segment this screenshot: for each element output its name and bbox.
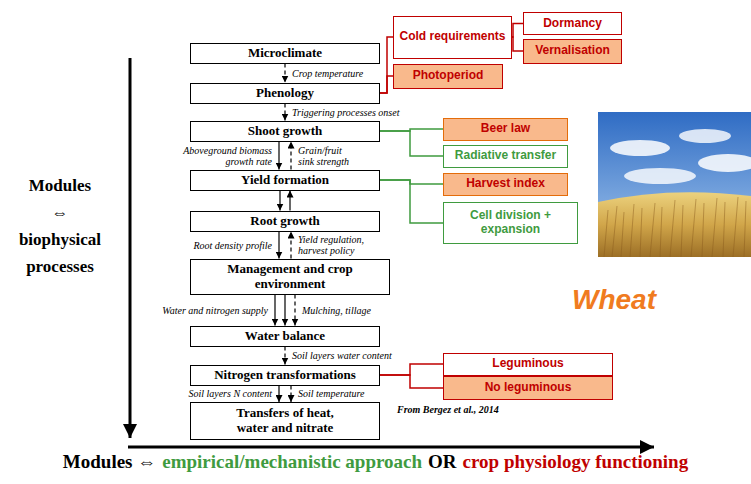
box-text: Shoot growth — [248, 124, 323, 139]
edge-label: Soil layers water content — [291, 350, 393, 361]
flow-arrow — [289, 191, 290, 211]
axis-caption: empirical/mechanistic approach — [162, 451, 422, 473]
box-text: Beer law — [481, 122, 530, 136]
box-text: Dormancy — [543, 17, 602, 31]
axis-caption: OR — [428, 451, 457, 473]
flow-arrow — [294, 295, 295, 326]
flow-arrow — [284, 104, 285, 121]
box-text: Water balance — [245, 329, 325, 344]
box-text: Phenology — [256, 86, 314, 101]
flow-arrow — [278, 232, 279, 259]
flow-arrow — [279, 191, 280, 211]
box-text: Root growth — [250, 214, 319, 229]
photo-field — [598, 192, 751, 257]
box-text: Microclimate — [248, 46, 322, 61]
axis-arrow — [128, 446, 654, 449]
bracket-line — [380, 375, 443, 388]
process-box: Photoperiod — [393, 64, 503, 89]
edge-label: Aboveground biomass growth rate — [171, 145, 273, 167]
flow-arrow — [284, 64, 285, 83]
box-text: Management and crop environment — [191, 262, 389, 292]
wheat-photo — [598, 112, 751, 257]
axis-caption: Modules ⇔ — [63, 451, 156, 473]
bracket-line — [380, 37, 393, 93]
box-text: Harvest index — [466, 177, 545, 191]
edge-label: Water and nitrogen supply — [161, 305, 269, 316]
edge-label: Grain/fruit sink strength — [297, 145, 361, 167]
box-text: Photoperiod — [413, 69, 484, 83]
process-box: Cold requirements — [393, 16, 512, 59]
flow-arrow — [278, 386, 279, 403]
process-box: Radiative transfer — [443, 145, 568, 168]
box-text: Vernalisation — [535, 44, 610, 58]
flow-arrow — [274, 295, 275, 326]
module-box: Management and crop environment — [190, 259, 390, 295]
crop-name: Wheat — [572, 284, 656, 316]
flow-arrow — [284, 295, 285, 326]
edge-label: Root density profile — [192, 240, 273, 251]
photo-cloud — [610, 140, 670, 156]
bracket-line — [512, 37, 523, 51]
bracket-line — [380, 76, 393, 93]
box-text: No leguminous — [485, 381, 572, 395]
module-box: Nitrogen transformations — [190, 365, 380, 386]
box-text: Cold requirements — [399, 30, 505, 44]
module-box: Water balance — [190, 326, 380, 347]
module-box: Phenology — [190, 83, 380, 104]
edge-label: Crop temperature — [291, 68, 364, 79]
bracket-line — [512, 24, 523, 38]
photo-cloud — [679, 129, 731, 143]
edge-label: Triggering processes onset — [291, 107, 400, 118]
axis-caption-row: Modules ⇔ empirical/mechanistic approach O… — [0, 451, 751, 473]
box-text: Yield formation — [241, 173, 329, 188]
box-text: Cell division + expansion — [444, 209, 577, 237]
box-text: Nitrogen transformations — [214, 368, 356, 383]
process-box: Vernalisation — [523, 39, 622, 64]
box-text: Radiative transfer — [455, 149, 556, 163]
process-box: Harvest index — [443, 173, 568, 196]
bracket-line — [380, 180, 443, 223]
flow-arrow — [284, 347, 285, 365]
flow-arrow — [290, 232, 291, 259]
bracket-line — [380, 364, 443, 375]
process-box: Beer law — [443, 118, 568, 141]
photo-stalks — [604, 197, 746, 257]
process-box: Cell division + expansion — [443, 202, 578, 244]
module-box: Microclimate — [190, 43, 380, 64]
process-box: Leguminous — [443, 353, 613, 376]
edge-label: Yield regulation, harvest policy — [297, 234, 391, 256]
module-box: Root growth — [190, 211, 380, 232]
axis-label: Modules ⇔ biophysical processes — [4, 172, 116, 280]
module-box: Shoot growth — [190, 121, 380, 142]
photo-cloud — [624, 168, 696, 184]
edge-label: Soil temperature — [297, 388, 366, 399]
flow-arrow — [290, 142, 291, 170]
edge-label: Mulching, tillage — [301, 305, 372, 316]
edge-label: Soil layers N content — [187, 388, 273, 399]
module-box: Transfers of heat, water and nitrate — [190, 402, 380, 440]
flow-arrow — [290, 386, 291, 403]
axis-caption: crop physiology functioning — [463, 451, 689, 473]
module-box: Yield formation — [190, 170, 380, 191]
flow-arrow — [278, 142, 279, 170]
bracket-line — [380, 131, 443, 156]
box-text: Transfers of heat, water and nitrate — [220, 406, 350, 436]
photo-cloud — [698, 154, 751, 172]
process-box: No leguminous — [443, 376, 613, 400]
axis-arrow — [129, 58, 132, 438]
citation: From Bergez et al., 2014 — [397, 404, 499, 415]
process-box: Dormancy — [523, 12, 622, 35]
box-text: Leguminous — [492, 357, 563, 371]
photo-sky — [598, 112, 751, 257]
